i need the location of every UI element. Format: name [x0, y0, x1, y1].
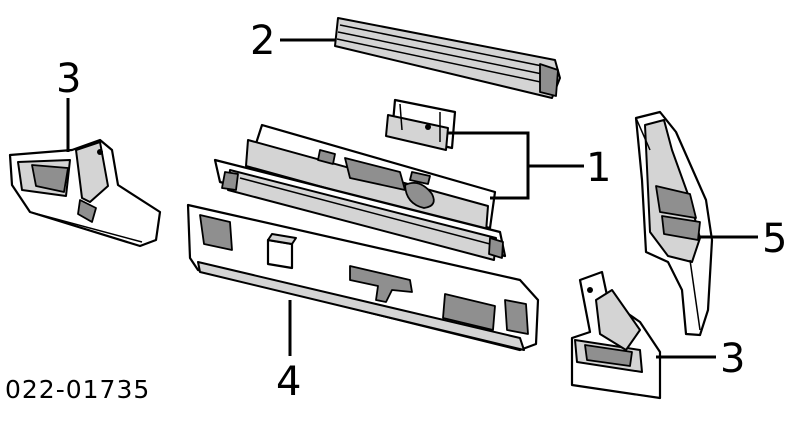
part-5-side-panel	[634, 110, 714, 337]
part-2-crossmember	[334, 17, 561, 99]
callout-3-left: 3	[56, 56, 81, 102]
callout-5: 5	[762, 216, 787, 262]
callout-2: 2	[250, 18, 275, 64]
part-code: 022-01735	[5, 375, 150, 404]
callout-4: 4	[276, 359, 301, 405]
part-1-bracket	[385, 98, 457, 151]
part-3-right-bracket	[570, 270, 662, 400]
leader-lines	[66, 38, 758, 359]
callout-3-right: 3	[720, 336, 745, 382]
callout-1: 1	[586, 145, 611, 191]
part-4-rear-panel	[186, 203, 540, 352]
part-3-left-bracket	[8, 138, 162, 248]
part-1-package-tray	[213, 123, 507, 261]
